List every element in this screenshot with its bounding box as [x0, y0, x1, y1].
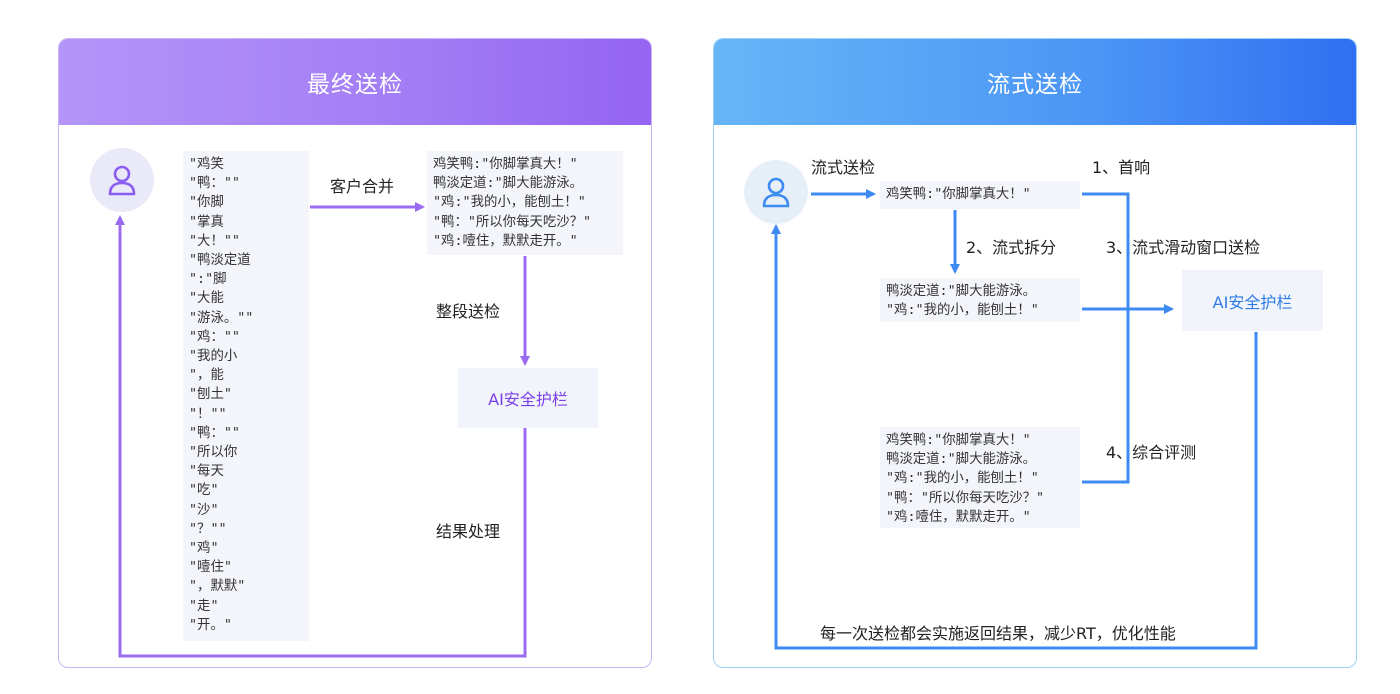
stream-check-panel: 流式送检: [713, 38, 1357, 668]
merged-text-line: 鸭淡定道:"脚大能游泳。: [433, 176, 584, 192]
fragment-line: "鸭淡定道: [189, 253, 251, 269]
fragment-line: ":"脚: [189, 272, 227, 288]
step1-label: 1、首响: [1092, 158, 1151, 177]
fragment-line: "鸭："": [189, 425, 240, 441]
step3-label: 3、流式滑动窗口送检: [1106, 238, 1261, 257]
second-text-box: 鸭淡定道:"脚大能游泳。 "鸡:"我的小，能刨土！": [880, 278, 1080, 322]
fragment-line: "！"": [189, 406, 227, 422]
merged-text-line: "鸡:"我的小，能刨土！": [433, 195, 586, 211]
user-icon: [762, 177, 790, 208]
merged-text-box: 鸡笑鸭:"你脚掌真大！" 鸭淡定道:"脚大能游泳。 "鸡:"我的小，能刨土！" "鸭：…: [427, 151, 623, 255]
fragment-line: "鸭："": [189, 176, 240, 192]
full-text-box: 鸡笑鸭:"你脚掌真大！" 鸭淡定道:"脚大能游泳。 "鸡:"我的小，能刨土！" "鸭：…: [880, 427, 1080, 528]
stream-check-label: 流式送检: [811, 158, 876, 177]
fragment-line: "掌真: [189, 214, 224, 230]
second-text-line: 鸭淡定道:"脚大能游泳。: [886, 284, 1037, 299]
fragment-line: "？"": [189, 521, 227, 537]
footer-note: 每一次送检都会实施返回结果，减少RT，优化性能: [820, 624, 1176, 643]
user-avatar-left: [90, 148, 154, 212]
fragment-line: "噎住": [189, 560, 232, 576]
fragment-line: "大能: [189, 291, 224, 307]
fragment-line: "，能: [189, 368, 224, 384]
merged-text-line: "鸡:噎住，默默走开。": [433, 233, 578, 249]
fragment-line: "吃": [189, 483, 219, 499]
fragment-line: "大！"": [189, 233, 240, 249]
user-avatar-right: [744, 160, 808, 224]
second-text-line: "鸡:"我的小，能刨土！": [886, 303, 1039, 319]
segment-check-label: 整段送检: [436, 302, 501, 321]
fragment-line: "我的小: [189, 349, 238, 365]
stream-check-title: 流式送检: [714, 39, 1356, 125]
fragment-line: "鸡笑: [189, 157, 224, 172]
result-process-label: 结果处理: [436, 522, 501, 541]
merged-text-line: "鸭："所以你每天吃沙？": [433, 214, 592, 230]
full-text-line: "鸭："所以你每天吃沙？": [886, 490, 1045, 506]
fragment-line: "所以你: [189, 445, 238, 461]
fragment-line: "游泳。"": [189, 310, 254, 326]
fragment-line: "开。": [189, 617, 232, 633]
fragment-line: "刨土": [189, 387, 232, 403]
ai-guardrail-left: AI安全护栏: [458, 368, 598, 428]
ai-guardrail-right: AI安全护栏: [1182, 270, 1323, 331]
final-check-panel: 最终送检: [58, 38, 652, 668]
first-text-box: 鸡笑鸭:"你脚掌真大！": [880, 181, 1080, 209]
fragment-line: "鸡："": [189, 329, 240, 345]
full-text-line: 鸭淡定道:"脚大能游泳。: [886, 452, 1037, 468]
step4-label: 4、综合评测: [1106, 443, 1197, 462]
fragment-line: "你脚: [189, 195, 224, 211]
final-check-title: 最终送检: [59, 39, 651, 125]
merged-text-line: 鸡笑鸭:"你脚掌真大！": [433, 157, 578, 172]
full-text-line: "鸡:"我的小，能刨土！": [886, 471, 1039, 487]
full-text-line: 鸡笑鸭:"你脚掌真大！": [886, 433, 1031, 448]
user-icon: [108, 165, 136, 196]
fragment-line: "沙": [189, 502, 219, 518]
step2-label: 2、流式拆分: [966, 238, 1057, 257]
fragment-line: "每天: [189, 464, 224, 480]
fragment-list: "鸡笑 "鸭："" "你脚 "掌真 "大！"" "鸭淡定道 ":"脚 "大能 "游泳。"" "鸡：…: [183, 151, 309, 641]
merge-label: 客户合并: [330, 177, 395, 196]
fragment-line: "走": [189, 598, 219, 614]
full-text-line: "鸡:噎住，默默走开。": [886, 509, 1031, 525]
fragment-line: "，默默": [189, 579, 246, 595]
fragment-line: "鸡": [189, 541, 219, 557]
